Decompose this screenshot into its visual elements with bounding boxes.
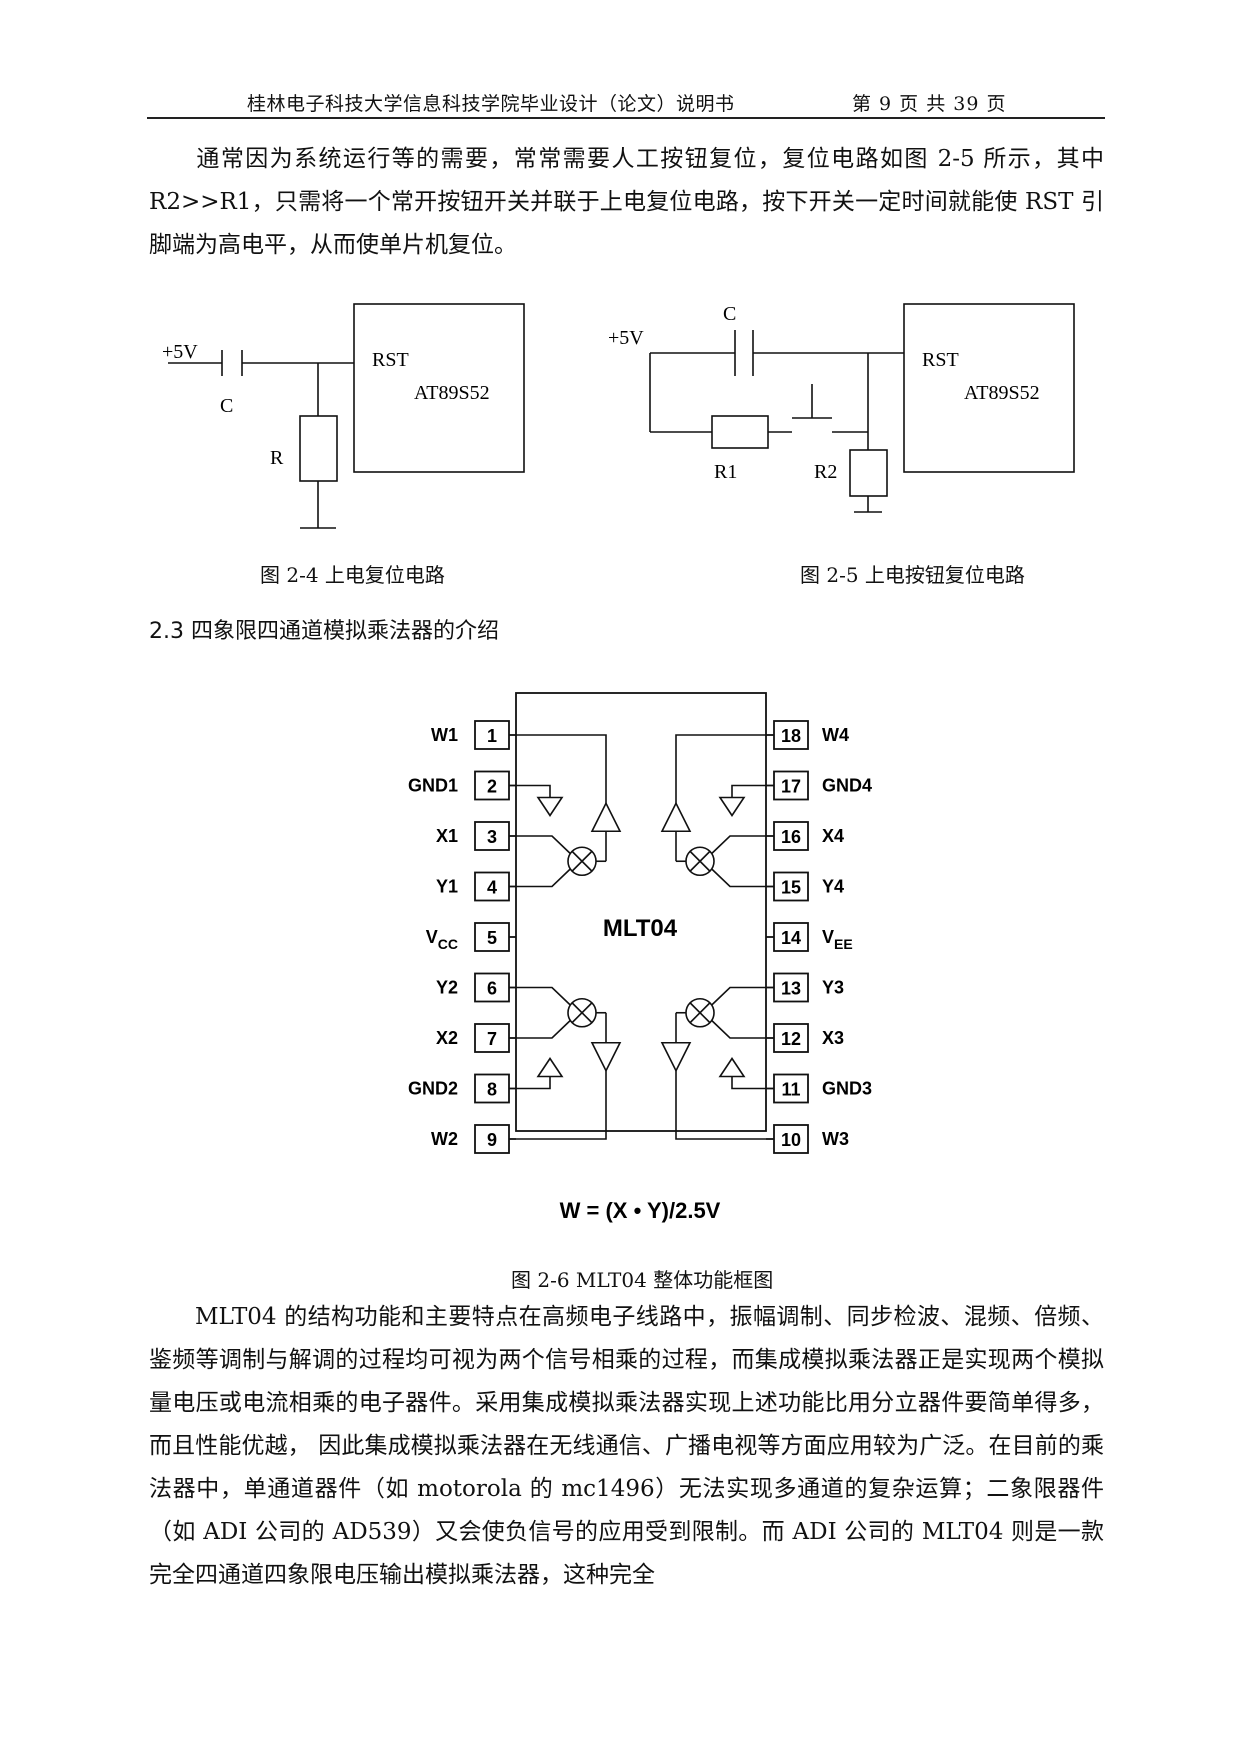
figure-2-6-caption: 图 2-6 MLT04 整体功能框图 [511, 1268, 774, 1292]
fig24-chip-label: AT89S52 [414, 382, 490, 404]
header-title: 桂林电子科技大学信息科技学院毕业设计（论文）说明书 [247, 93, 735, 115]
pin-name-14: VEE [822, 927, 853, 952]
pin-box-2 [474, 770, 510, 801]
pin-name-17: GND4 [822, 776, 872, 796]
paragraph-2-text: MLT04 的结构功能和主要特点在高频电子线路中，振幅调制、同步检波、混频、倍频… [149, 1304, 1104, 1588]
pin-number-12: 12 [781, 1029, 801, 1049]
pin-name-7: X2 [436, 1028, 458, 1048]
figure-2-4-caption: 图 2-4 上电复位电路 [260, 563, 445, 587]
pin-number-5: 5 [487, 928, 497, 948]
fig25-r1-label: R1 [714, 461, 737, 483]
ground-symbol-3 [718, 1057, 746, 1078]
pin-name-18: W4 [822, 725, 849, 745]
fig25-vcc-label: +5V [608, 327, 644, 349]
pin-number-7: 7 [487, 1029, 497, 1049]
pin-name-4: Y1 [436, 877, 458, 897]
fig25-chip-label: AT89S52 [964, 382, 1040, 404]
pin-name-8: GND2 [408, 1079, 458, 1099]
pin-name-15: Y4 [822, 877, 844, 897]
pin-number-6: 6 [487, 979, 497, 999]
pin-box-6 [474, 972, 510, 1003]
pin-name-2: GND1 [408, 776, 458, 796]
pin-number-1: 1 [487, 726, 497, 746]
pin-box-10 [773, 1124, 809, 1154]
pin-number-13: 13 [781, 979, 801, 999]
pin-number-15: 15 [781, 878, 801, 898]
header-page-info: 第 9 页 共 39 页 [852, 93, 1007, 115]
pin-name-13: Y3 [822, 978, 844, 998]
pin-name-10: W3 [822, 1129, 849, 1149]
fig25-rst-label: RST [922, 349, 959, 371]
fig24-rst-label: RST [372, 349, 409, 371]
pin-name-1: W1 [431, 725, 458, 745]
paragraph-2: MLT04 的结构功能和主要特点在高频电子线路中，振幅调制、同步检波、混频、倍频… [149, 1296, 1104, 1597]
ground-symbol-1 [536, 796, 564, 817]
ground-symbol-2 [536, 1057, 564, 1078]
chip-name: MLT04 [603, 915, 678, 942]
figure-2-5-circuit: +5V C R1 R2 RST AT89S52 [608, 303, 1075, 513]
pin-name-11: GND3 [822, 1079, 872, 1099]
amplifier-symbol-2 [590, 1041, 622, 1073]
fig25-r2-label: R2 [814, 461, 837, 483]
pin-number-14: 14 [781, 928, 801, 948]
pin-number-16: 16 [781, 827, 801, 847]
pin-number-9: 9 [487, 1130, 497, 1150]
amplifier-symbol-3 [660, 1041, 692, 1073]
pin-number-8: 8 [487, 1080, 497, 1100]
fig25-cap-label: C [723, 303, 736, 325]
multiplier-formula: W = (X • Y)/2.5V [560, 1198, 721, 1223]
pin-number-10: 10 [781, 1130, 801, 1150]
pin-box-11 [773, 1073, 809, 1104]
amplifier-symbol-4 [660, 801, 692, 833]
pin-box-14 [773, 922, 809, 952]
fig24-res-label: R [270, 447, 284, 469]
pin-name-9: W2 [431, 1129, 458, 1149]
fig24-vcc-label: +5V [162, 341, 198, 363]
ground-symbol-4 [718, 796, 746, 817]
pin-name-12: X3 [822, 1028, 844, 1048]
pin-box-8 [474, 1073, 510, 1104]
page-header: 桂林电子科技大学信息科技学院毕业设计（论文）说明书 第 9 页 共 39 页 [147, 87, 1105, 119]
paragraph-1-text: 通常因为系统运行等的需要，常常需要人工按钮复位，复位电路如图 2-5 所示，其中… [149, 146, 1104, 258]
pin-number-2: 2 [487, 777, 497, 797]
pin-number-17: 17 [781, 777, 801, 797]
fig24-cap-label: C [220, 395, 233, 417]
amplifier-symbol-1 [590, 801, 622, 833]
pin-name-3: X1 [436, 826, 458, 846]
pin-box-16 [773, 821, 809, 851]
figure-2-5-caption: 图 2-5 上电按钮复位电路 [800, 563, 1025, 587]
pin-box-18 [773, 720, 809, 750]
pin-box-3 [474, 821, 510, 851]
chip-body [515, 692, 767, 1132]
paragraph-1: 通常因为系统运行等的需要，常常需要人工按钮复位，复位电路如图 2-5 所示，其中… [149, 138, 1104, 267]
pin-name-6: Y2 [436, 978, 458, 998]
pin-number-3: 3 [487, 827, 497, 847]
pin-number-18: 18 [781, 726, 801, 746]
pin-name-5: VCC [426, 927, 458, 952]
pin-number-4: 4 [487, 878, 497, 898]
pin-box-12 [773, 1023, 809, 1053]
pin-name-16: X4 [822, 826, 844, 846]
pin-number-11: 11 [781, 1080, 800, 1100]
figure-2-4-circuit: +5V C R RST AT89S52 [162, 303, 525, 529]
section-heading: 2.3 四象限四通道模拟乘法器的介绍 [149, 619, 499, 644]
